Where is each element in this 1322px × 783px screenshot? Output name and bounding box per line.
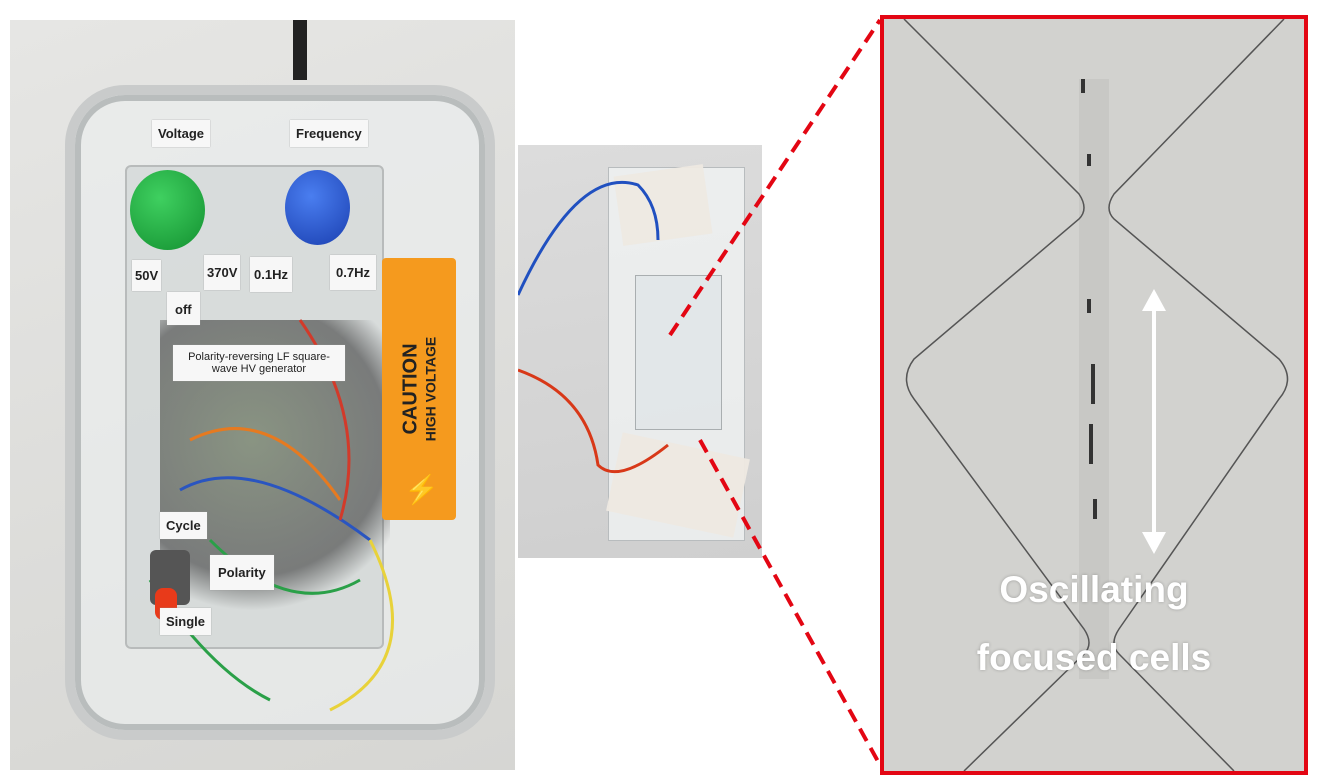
voltage-label: Voltage xyxy=(152,120,210,147)
voltage-knob xyxy=(130,170,205,250)
caption-line-2: focused cells xyxy=(976,637,1212,678)
caution-text: CAUTION xyxy=(399,343,422,435)
frequency-label: Frequency xyxy=(290,120,368,147)
microfluidic-chip-photo xyxy=(518,145,762,558)
off-label: off xyxy=(167,292,200,325)
lightning-icon: ⚡ xyxy=(404,474,439,505)
min-voltage-label: 50V xyxy=(132,260,162,291)
power-cable xyxy=(293,20,307,80)
device-label: Polarity-reversing LF square-wave HV gen… xyxy=(173,345,345,381)
focused-cells xyxy=(1081,79,1097,519)
caption-line-1: Oscillating xyxy=(999,569,1189,610)
electrode-wires xyxy=(518,180,669,474)
channel-outline xyxy=(903,19,1289,771)
frequency-knob xyxy=(285,170,350,245)
max-voltage-label: 370V xyxy=(204,255,241,290)
micrograph-panel: Oscillating focused cells xyxy=(880,15,1308,775)
single-label: Single xyxy=(160,608,212,635)
hv-generator-photo: Voltage Frequency 50V off 370V 0.1Hz 0.7… xyxy=(10,20,515,770)
min-frequency-label: 0.1Hz xyxy=(250,257,292,292)
max-frequency-label: 0.7Hz xyxy=(330,255,376,290)
polarity-label: Polarity xyxy=(210,555,274,590)
cycle-label: Cycle xyxy=(160,512,207,539)
high-voltage-text: HIGH VOLTAGE xyxy=(422,336,439,442)
